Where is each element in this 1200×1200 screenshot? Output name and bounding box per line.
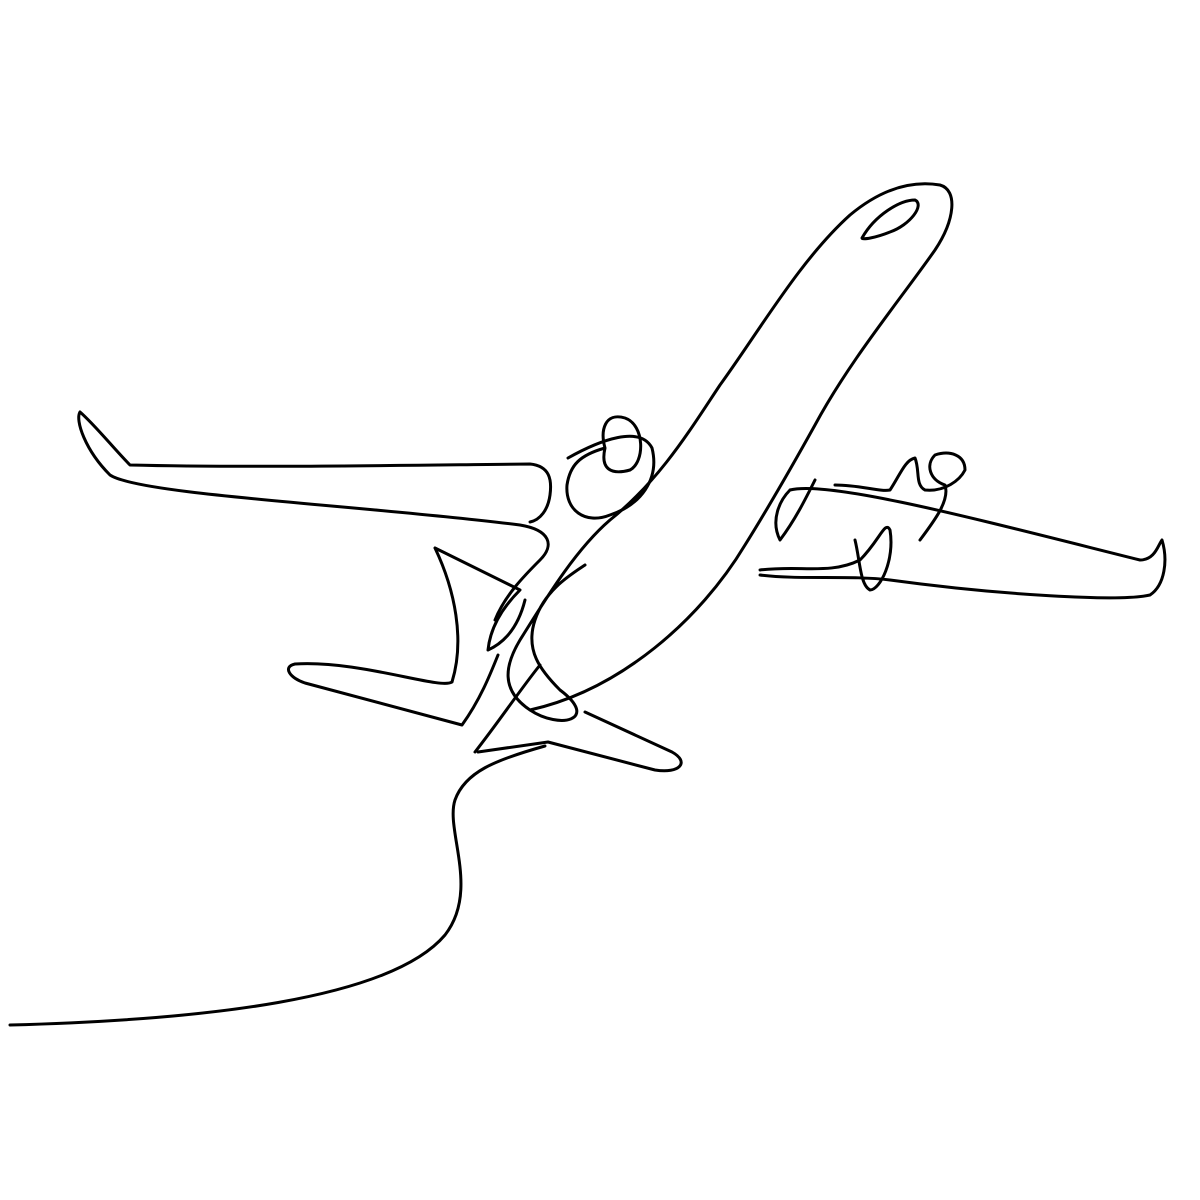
left-stabilizer [287, 546, 527, 727]
right-engine [833, 451, 967, 542]
cockpit-window [860, 198, 920, 241]
right-wing [758, 478, 1167, 600]
left-wing [77, 410, 553, 622]
trail-line [8, 744, 547, 1027]
fuselage [506, 182, 954, 722]
left-engine [565, 415, 656, 520]
right-stabilizer [473, 663, 683, 773]
